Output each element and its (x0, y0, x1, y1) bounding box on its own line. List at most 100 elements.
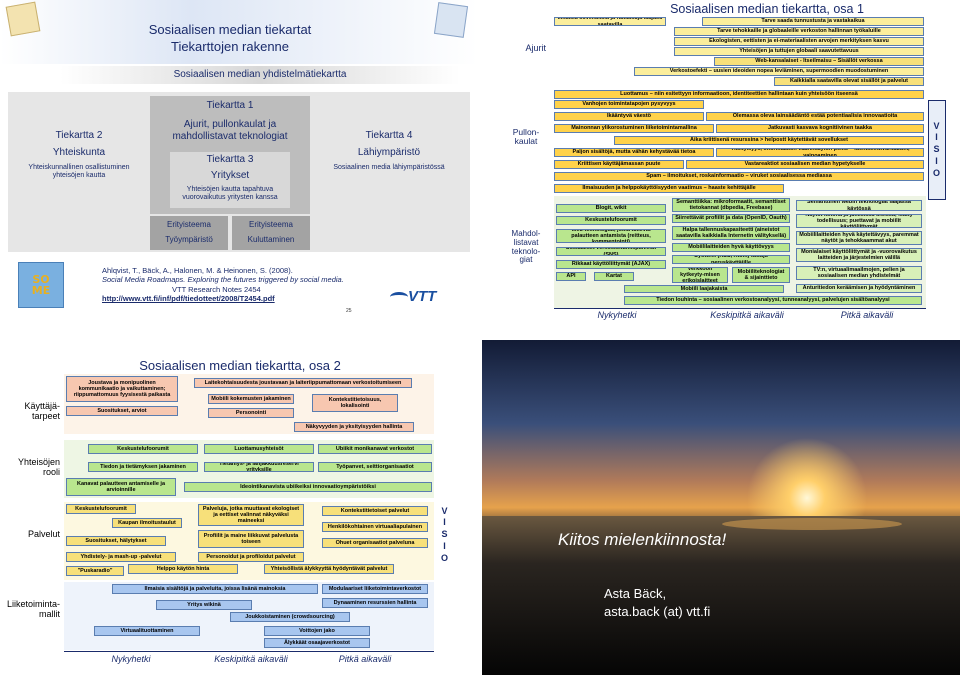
corner-icon-left (5, 1, 41, 37)
business-models-region: Ilmaisia sisältöjä ja palveluita, joissa… (64, 582, 434, 650)
bottleneck-12: Spam – ilmoitukset, roskainformaatio – v… (554, 172, 924, 181)
slide2-title: Sosiaalisen median tiekartta, osa 1 (670, 2, 864, 16)
bottleneck-13: Ilmaisuuden ja helppokäyttöisyyden vaati… (554, 184, 784, 193)
business-8: Älykkäät osaajaverkostot (264, 638, 370, 648)
time-mid-2: Keskipitkä aikaväli (214, 654, 288, 664)
map2-sub: Yhteiskunta (52, 147, 106, 158)
driver-1: Ilmaisia sovelluksia ja ratkaisuja laaja… (554, 17, 666, 26)
tech-14: Syötteet (RSS, Atom) tuttuja peruskäyttä… (672, 255, 790, 264)
sunset-photo (482, 340, 960, 675)
bottleneck-10: Kriittisen käyttäjämassan puute (554, 160, 684, 169)
presenter-email: asta.back (at) vtt.fi (604, 604, 711, 619)
tech-10: Sosiaaliset verkostoitumispalvelut (SNS) (556, 247, 666, 256)
tech-16: Kartat (594, 272, 634, 281)
service-2: Palveluja, jotka muuttavat ekologiset ja… (198, 504, 304, 526)
bottleneck-5: Mainonnan ylikorostuminen liiketoimintam… (554, 124, 714, 133)
technologies-region: Blogit, wikit Semanttiikka: mikroformaat… (554, 196, 926, 308)
tech-19: TV:n, virtuaalimaailmojen, pelien ja sos… (796, 266, 922, 280)
row-label-drivers: Ajurit (525, 43, 546, 53)
business-4: Dynaaminen resurssien hallinta (322, 598, 428, 608)
tech-22: Tiedon louhinta – sosiaalinen verkostoan… (624, 296, 922, 305)
driver-2: Tarve saada tunnustusta ja vastakaikua (702, 17, 924, 26)
service-5: Henkilökohtainen virtuaaliapulainen (322, 522, 428, 532)
theme-work-box: Erityisteema Työympäristö (150, 216, 228, 250)
services-region: Keskustelufoorumit Palveluja, jotka muut… (64, 502, 434, 580)
tech-7: Web-teknologiat, jotka tukevat palauttee… (556, 229, 666, 243)
business-3: Yritys wikinä (156, 600, 252, 610)
tech-21: Anturitiedon keräämisen ja hyödyntäminen (796, 284, 922, 293)
tech-3: Semanttinen webin teknologiat laajassa k… (796, 200, 922, 211)
role-3: Ubiikit monikanavat verkostot (318, 444, 432, 454)
slide1-title: Sosiaalisen median tiekartat Tiekarttoje… (148, 22, 312, 54)
row-label-services: Palvelut (27, 529, 60, 539)
visio-column-2: V I S I O (440, 505, 449, 563)
tech-20: Mobiili laajakaista (624, 285, 784, 293)
row-label-bottlenecks: Pullon-kaulat (512, 127, 540, 147)
role-7: Kanavat palautteen antamiselle ja arvioi… (66, 478, 176, 496)
service-8: Ohuet organisaatiot palveluna (322, 538, 428, 548)
driver-5: Yhteisöjen ja tuttujen globaali saavutet… (674, 47, 924, 56)
map4-sub: Lähiympäristö (357, 147, 421, 158)
theme-consume-box: Erityisteema Kuluttaminen (232, 216, 310, 250)
row-label-technologies: Mahdol-listavat teknolo-giat (511, 229, 541, 265)
need-6: Personointi (208, 408, 294, 418)
driver-7: Verkostoefekti – uusien ideoiden nopea l… (634, 67, 924, 76)
slide-roadmap-part1: Sosiaalisen median tiekartta, osa 1 Ajur… (482, 0, 960, 335)
map3-box: Tiekartta 3 Yritykset Yhteisöjen kautta … (170, 152, 290, 208)
page-number: 25 (346, 308, 352, 314)
map4-box: Tiekartta 4 Lähiympäristö Sosiaalinen me… (314, 124, 464, 214)
bottleneck-4: Olemassa oleva lainsäädäntö estää potent… (706, 112, 924, 121)
tech-9: Mobiililaitteiden hyvä käytettävyys, par… (796, 231, 922, 245)
timeline-axis (554, 308, 926, 309)
drivers-region: Ilmaisia sovelluksia ja ratkaisuja laaja… (554, 17, 926, 87)
reference-block: Ahlqvist, T., Bäck, A., Halonen, M. & He… (102, 266, 344, 304)
driver-6: Web-kansalaiset - Itseilmaisu – Sisällöt… (714, 57, 924, 66)
role-2: Luottamusyhteisöt (204, 444, 314, 454)
bottleneck-7: Aika kriittisenä resurssina > helpostt k… (614, 136, 924, 145)
row-label-user-needs: Käyttäjä-tarpeet (24, 401, 60, 421)
tech-18: Mobiiliteknologiat & sijainttieto (732, 267, 790, 283)
business-6: Virtuaalituottaminen (94, 626, 200, 636)
bottleneck-8: Paljon sisältöjä, mutta vähän kehystävää… (554, 148, 714, 157)
tech-8: Halpa tallennuskapasiteetti (aineistot s… (672, 226, 790, 240)
service-7: Profiilit ja maine liikkuvat palvelusta … (198, 530, 304, 548)
map1-label: Tiekartta 1 (206, 100, 254, 111)
map3-desc: Yhteisöjen kautta tapahtuva vuorovaikutu… (182, 186, 278, 202)
tech-5: Siirrettävät profiilit ja data (OpenID, … (672, 214, 790, 223)
role-4: Tiedon ja tietämyksen jakaminen (88, 462, 198, 472)
tech-15: API (556, 272, 586, 281)
vtt-logo: VTT (390, 286, 450, 308)
role-8: Ideointikanavista ubiikeiksi innovaatioy… (184, 482, 432, 492)
map3-sub: Yritykset (210, 170, 250, 181)
bottleneck-2: Vanhojen toimintatapojen pysyvyys (554, 100, 704, 109)
business-2: Modulaariset liiketoimintaverkostot (322, 584, 428, 594)
service-10: Personoidut ja profiloidut palvelut (198, 552, 304, 562)
slide3-title: Sosiaalisen median tiekartta, osa 2 (139, 358, 341, 373)
need-3: Mobiili kokemusten jakaminen (208, 394, 294, 404)
presenter-name: Asta Bäck, (604, 586, 667, 601)
tech-13: Rikkaat käyttöliittymät (AJAX) (556, 260, 666, 269)
reference-link[interactable]: http://www.vtt.fi/inf/pdf/tiedotteet/200… (102, 294, 275, 304)
map2-desc: Yhteiskunnallinen osallistuminen yhteisö… (28, 164, 130, 180)
bottleneck-9: Yksityisyys, informaation väärinkäytön p… (716, 148, 924, 157)
map4-desc: Sosiaalinen media lähiympäristössä (333, 164, 445, 171)
tech-1: Blogit, wikit (556, 204, 666, 213)
visio-column: V I S I O (928, 100, 946, 200)
map3-label: Tiekartta 3 (206, 154, 254, 165)
driver-4: Ekologisten, eettisten ja ei-materiaalis… (674, 37, 924, 46)
driver-3: Tarve tehokkaille ja globaaleille verkos… (674, 27, 924, 36)
tech-6: Näytöt kotona ja julkisissa tiloissa; is… (796, 214, 922, 228)
service-4: Kaupan ilmoitustaulut (112, 518, 182, 528)
service-6: Suositukset, hälytykset (66, 536, 166, 546)
time-mid: Keskipitkä aikaväli (710, 310, 784, 320)
service-3: Kontekstitietoiset palvelut (322, 506, 428, 516)
map1-sub: Ajurit, pullonkaulat ja mahdollistavat t… (172, 119, 288, 142)
service-13: Yhteisöllistä älykkyyttä hyödyntävät pal… (264, 564, 394, 574)
composite-roadmap-label: Sosiaalisen median yhdistelmätiekartta (60, 66, 460, 84)
tech-11: Mobiililaitteiden hyvä käyttövyys (672, 243, 790, 252)
driver-8: Kaikkialla saatavilla olevat sisällöt ja… (774, 77, 924, 86)
title-bar (0, 0, 478, 64)
business-5: Joukkoistaminen (crowdsourcing) (230, 612, 350, 622)
community-role-region: Keskustelufoorumit Luottamusyhteisöt Ubi… (64, 440, 434, 498)
need-5: Suositukset, arviot (66, 406, 178, 416)
